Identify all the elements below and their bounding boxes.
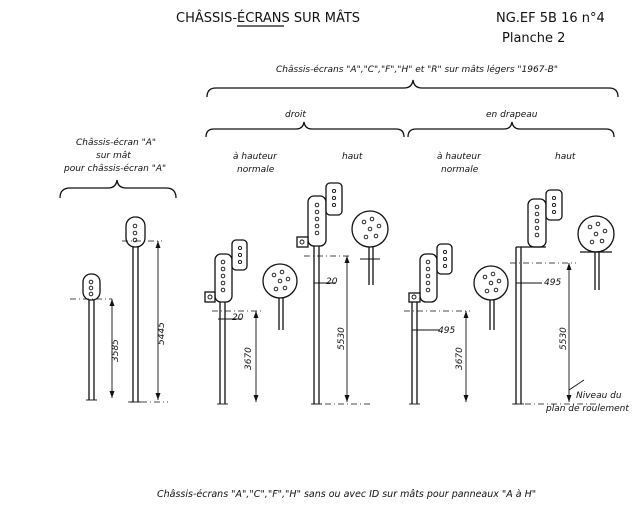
dimension-label-6: 5530 (559, 327, 569, 350)
dimension-mast-straight-normal (253, 311, 259, 402)
offset-label-1: 20 (232, 313, 244, 323)
left-group-brace (59, 179, 177, 199)
mast-flag-normal (404, 243, 470, 405)
round-screen-1 (262, 263, 298, 330)
mast-straight-high (296, 182, 352, 405)
dimension-label-4: 5530 (337, 327, 347, 350)
main-group-caption: Châssis-écrans "A","C","F","H" et "R" su… (276, 64, 558, 75)
mast-a-tall (122, 216, 168, 403)
normal-height-caption-1b: normale (237, 165, 275, 175)
dimension-label-3: 3670 (244, 347, 254, 370)
straight-group-brace (205, 121, 405, 138)
dimension-mast-flag-normal (463, 311, 469, 402)
offset-label-2: 20 (326, 277, 338, 287)
mast-flag-high (510, 189, 576, 405)
drawing-title: CHÂSSIS-ÉCRANS SUR MÂTS (176, 10, 360, 26)
sheet-number: Planche 2 (502, 31, 565, 46)
dimension-label-2: 5445 (157, 322, 167, 345)
round-screen-3 (473, 265, 509, 330)
round-screen-2 (351, 210, 389, 285)
main-group-brace (206, 79, 619, 98)
left-group-caption-line2: sur mât (96, 151, 131, 161)
high-caption-2: haut (555, 152, 576, 162)
flag-group-brace (407, 121, 615, 138)
ground-level-note-line1: Niveau du (576, 391, 622, 401)
dimension-mast-flag-high (512, 263, 600, 405)
mast-straight-normal (204, 239, 262, 405)
normal-height-caption-2b: normale (441, 165, 479, 175)
flag-group-caption: en drapeau (486, 110, 538, 120)
dimension-mast-a-short (109, 299, 115, 398)
dimension-mast-a-tall (155, 241, 161, 400)
normal-height-caption-1a: à hauteur (233, 152, 278, 162)
footer-caption: Châssis-écrans "A","C","F","H" sans ou a… (157, 489, 536, 500)
normal-height-caption-2a: à hauteur (437, 152, 482, 162)
round-screen-4 (577, 215, 615, 290)
dimension-label-5: 3670 (455, 347, 465, 370)
offset-label-3: 495 (438, 326, 455, 336)
ground-level-note-line2: plan de roulement (545, 404, 629, 414)
mast-a-short (70, 273, 112, 401)
dimension-label-1: 3585 (111, 339, 121, 362)
left-group-caption-line1: Châssis-écran "A" (76, 137, 156, 148)
drawing-reference: NG.EF 5B 16 n°4 (496, 11, 605, 26)
left-group-caption-line3: pour châssis-écran "A" (63, 163, 166, 174)
dimension-mast-straight-high (312, 256, 372, 405)
offset-label-4: 495 (544, 278, 561, 288)
straight-group-caption: droit (285, 110, 306, 120)
high-caption-1: haut (342, 152, 363, 162)
